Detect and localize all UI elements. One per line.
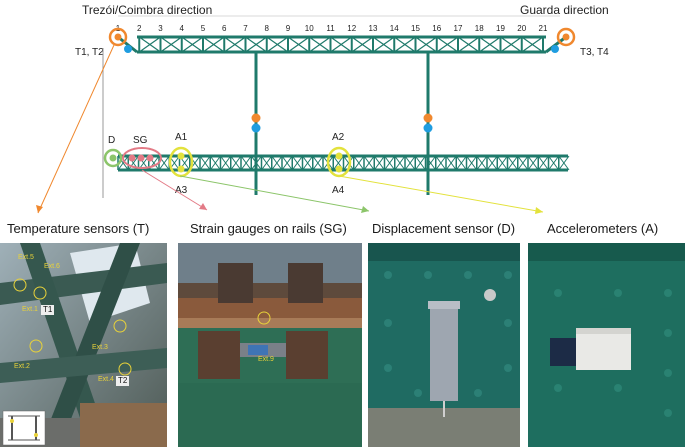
annotation-ext1: Ext.1 — [22, 306, 38, 313]
panel-number: 15 — [411, 24, 420, 33]
annotation-ext3: Ext.3 — [92, 344, 108, 351]
panel-number: 9 — [286, 24, 291, 33]
photo-displacement-sensor — [368, 243, 520, 447]
panel-number: 11 — [326, 24, 335, 33]
caption-strain-gauges: Strain gauges on rails (SG) — [190, 221, 347, 236]
label-a2: A2 — [332, 132, 345, 143]
right-sensor-group-label: T3, T4 — [580, 47, 609, 58]
deck-truss — [117, 154, 570, 172]
left-temperature-marker — [108, 27, 132, 53]
panel-number: 20 — [517, 24, 526, 33]
label-d: D — [108, 135, 115, 146]
annotation-ext2: Ext.2 — [14, 363, 30, 370]
right-temperature-marker — [551, 27, 576, 53]
caption-accelerometers: Accelerometers (A) — [547, 221, 659, 236]
left-direction-label: Trezói/Coimbra direction — [82, 3, 212, 17]
panel-number: 14 — [390, 24, 399, 33]
label-t2: T2 — [116, 376, 130, 386]
panel-number: 7 — [243, 24, 248, 33]
annotation-ext6: Ext.6 — [44, 263, 60, 270]
annotation-ext4: Ext.4 — [98, 376, 114, 383]
annotation-ext5: Ext.5 — [18, 254, 34, 261]
panel-number: 16 — [432, 24, 441, 33]
panel-number: 2 — [137, 24, 142, 33]
panel-number: 6 — [222, 24, 227, 33]
panel-number: 17 — [454, 24, 463, 33]
label-sg: SG — [133, 135, 148, 146]
label-a1: A1 — [175, 132, 188, 143]
left-sensor-group-label: T1, T2 — [75, 47, 104, 58]
caption-temperature-sensors: Temperature sensors (T) — [7, 221, 150, 236]
upper-truss — [117, 35, 567, 54]
displacement-marker — [103, 148, 123, 168]
piers — [251, 52, 433, 195]
label-t1: T1 — [41, 305, 55, 315]
strain-gauge-marker — [122, 147, 162, 169]
panel-number: 5 — [201, 24, 206, 33]
annotation-ext9: Ext.9 — [258, 356, 274, 363]
panel-number: 13 — [369, 24, 378, 33]
panel-number: 18 — [475, 24, 484, 33]
leader-arrows — [36, 44, 544, 214]
panel-number: 12 — [347, 24, 356, 33]
panel-number: 10 — [305, 24, 314, 33]
photo-strain-gauges: Ext.9 — [178, 243, 362, 447]
right-direction-label: Guarda direction — [520, 3, 609, 17]
label-a3: A3 — [175, 185, 188, 196]
panel-number: 4 — [180, 24, 185, 33]
photo-accelerometers — [528, 243, 685, 447]
caption-displacement-sensor: Displacement sensor (D) — [372, 221, 516, 236]
panel-number: 21 — [539, 24, 548, 33]
panel-number: 8 — [265, 24, 270, 33]
label-a4: A4 — [332, 185, 345, 196]
photo-temperature-sensors: Ext.5 Ext.6 Ext.1 T1 Ext.3 Ext.2 Ext.4 T… — [0, 243, 167, 447]
panel-number: 3 — [158, 24, 163, 33]
panel-number: 19 — [496, 24, 505, 33]
